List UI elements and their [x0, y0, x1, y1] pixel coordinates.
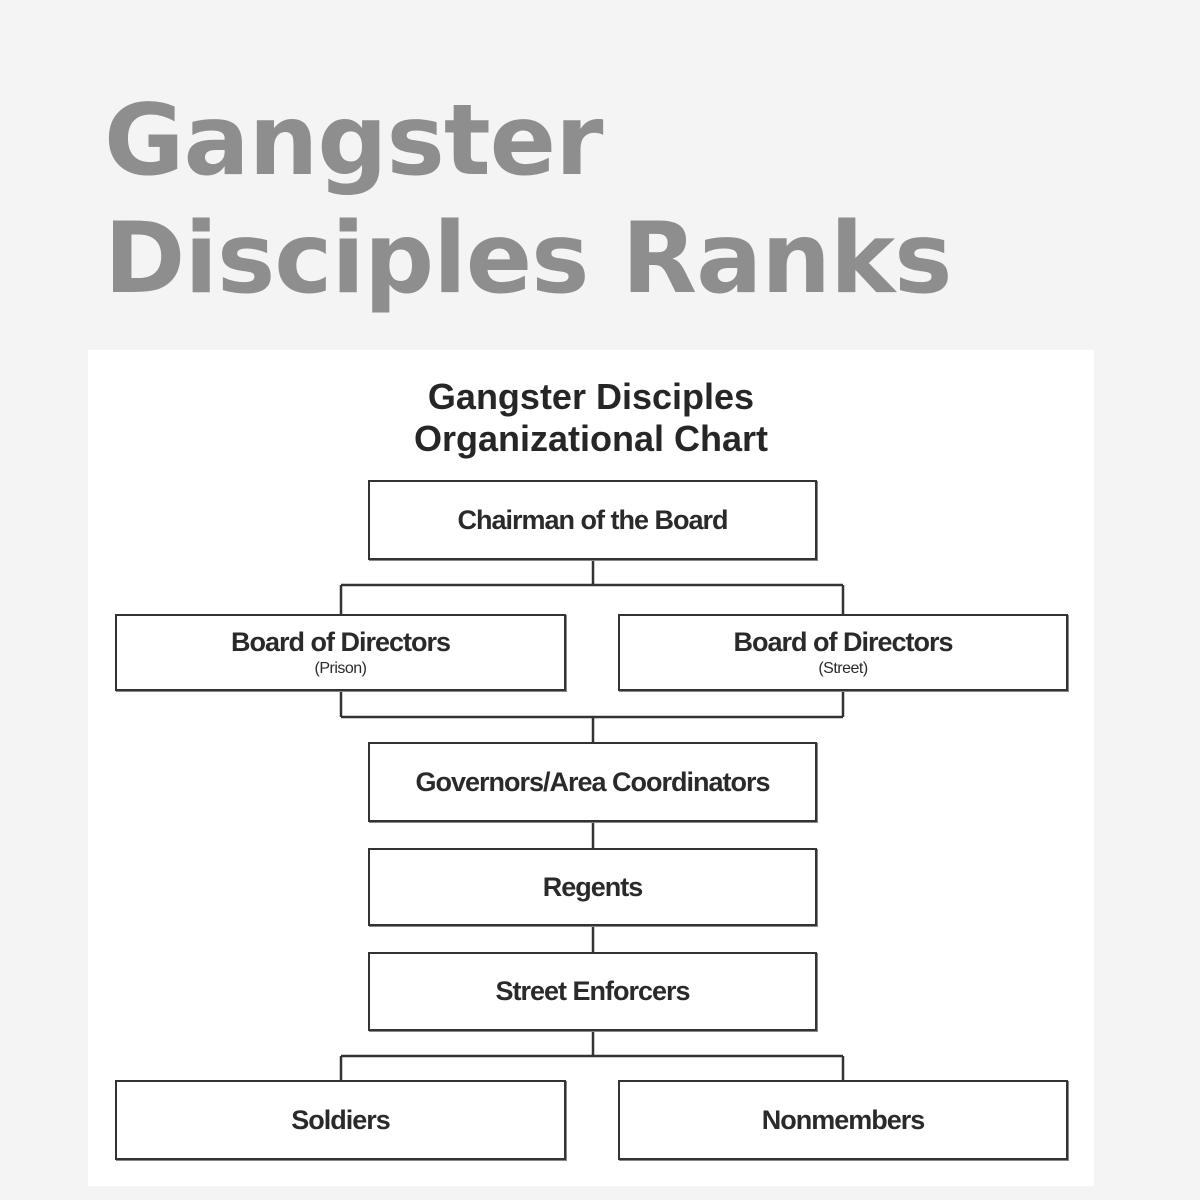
- street-enforcers-label: Street Enforcers: [495, 976, 690, 1006]
- regents-box: Regents: [368, 848, 817, 926]
- page-title-line-1: Gangster: [104, 84, 603, 198]
- board-prison-box: Board of Directors (Prison): [115, 614, 566, 691]
- org-chart-heading-line-1: Gangster Disciples: [427, 376, 755, 417]
- governors-box: Governors/Area Coordinators: [368, 742, 817, 822]
- connector-lines: [339, 560, 845, 1080]
- page-title: Gangster Disciples Ranks: [104, 82, 952, 318]
- org-chart-image: Gangster Disciples Organizational Chart: [88, 350, 1094, 1186]
- regents-label: Regents: [542, 871, 644, 902]
- governors-label: Governors/Area Coordinators: [415, 766, 770, 797]
- org-chart-heading: Gangster Disciples Organizational Chart: [88, 376, 1094, 460]
- board-street-box: Board of Directors (Street): [618, 614, 1068, 691]
- street-enforcers-box: Street Enforcers: [368, 952, 817, 1031]
- page-title-line-2: Disciples Ranks: [104, 202, 952, 316]
- nonmembers-box: Nonmembers: [618, 1080, 1068, 1160]
- chairman-label: Chairman of the Board: [457, 504, 728, 535]
- chairman-box: Chairman of the Board: [368, 480, 817, 560]
- soldiers-box: Soldiers: [115, 1080, 566, 1160]
- board-prison-sublabel: (Prison): [314, 660, 367, 677]
- board-street-sublabel: (Street): [818, 660, 868, 677]
- nonmembers-label: Nonmembers: [761, 1104, 926, 1135]
- board-street-label: Board of Directors: [733, 627, 953, 657]
- soldiers-label: Soldiers: [291, 1104, 391, 1135]
- org-chart-heading-line-2: Organizational Chart: [413, 418, 769, 459]
- board-prison-label: Board of Directors: [230, 627, 451, 657]
